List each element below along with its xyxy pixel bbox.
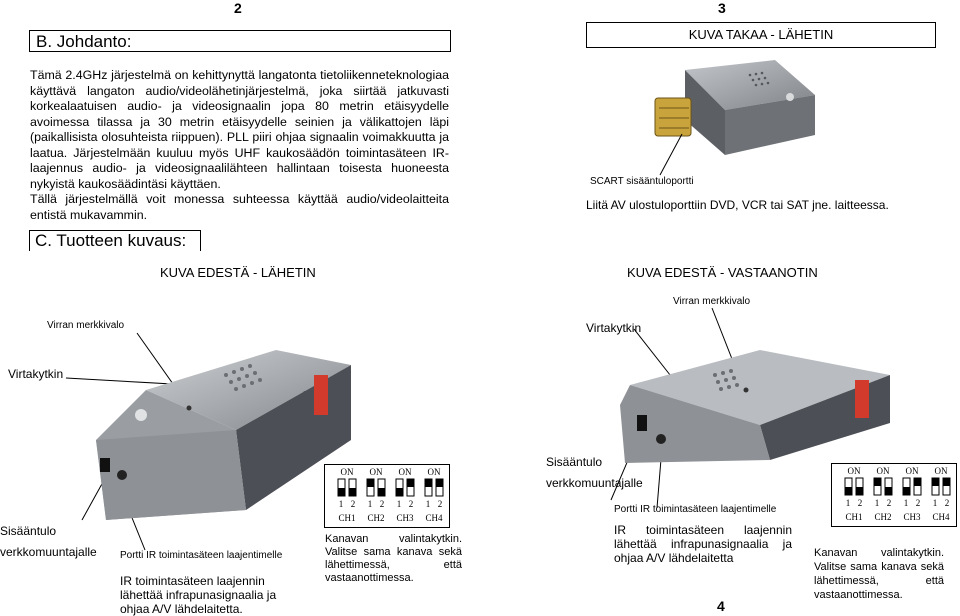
intro-paragraph-2: Tällä järjestelmällä voit monessa suhtee… [30,192,449,222]
tx-channel-description: Kanavan valintakytkin. Valitse sama kana… [325,533,462,584]
rx-power-switch-label: Virtakytkin [586,321,642,335]
rx-dip-on-3: ON [906,466,919,476]
ir-port-icon [117,470,127,480]
tx-dc-input-label: Sisääntulo verkkomuuntajalle (7,5V DC) [0,524,97,568]
back-view-title: KUVA TAKAA - LÄHETIN [586,22,936,48]
tx-dip-pos1-a: 1 [339,499,344,509]
power-led-icon [186,405,192,411]
rx-ir-port-label: Portti IR toimintasäteen laajentimelle [614,504,777,515]
rx-channel-description: Kanavan valintakytkin. Valitse sama kana… [814,547,944,601]
rx-dip-ch2: CH2 [874,512,891,522]
tx-dip-pos2-c: 2 [409,499,414,509]
intro-text: Tämä 2.4GHz järjestelmä on kehittynyttä … [30,68,449,223]
tx-dip-pos1-d: 1 [426,499,431,509]
rx-power-led-label: Virran merkkivalo [673,296,751,307]
dc-jack-icon [100,458,110,472]
tx-dip-pos2-d: 2 [438,499,443,509]
receiver-dc-jack-icon [637,415,647,431]
tx-dip-pos1-c: 1 [397,499,402,509]
rx-dip-pos1-c: 1 [904,498,909,508]
rx-dip-pos2-a: 2 [858,498,863,508]
tx-power-led-label: Virran merkkivalo [47,320,125,331]
tx-dip-on-4: ON [428,467,441,477]
page-number-2: 2 [234,0,242,16]
rx-dip-ch4: CH4 [932,512,950,522]
transmitter-back-image [654,60,815,155]
receiver-ir-port-icon [656,434,666,444]
rx-dip-on-1: ON [848,466,861,476]
section-c-header-box [29,230,201,251]
rx-dip-ch3: CH3 [903,512,921,522]
tx-dip-ch2: CH2 [367,513,384,523]
tx-dip-on-3: ON [399,467,412,477]
scart-label: SCART sisääntuloportti [590,176,694,187]
rx-dc-input-label: Sisääntulo verkkomuuntajalle (7,5V DC) [546,455,643,499]
rx-dip-pos1-d: 1 [933,498,938,508]
tx-dip-pos1-b: 1 [368,499,373,509]
rx-ir-description: IR toimintasäteen laajennin lähettää inf… [614,523,792,565]
receiver-front-image [620,350,890,463]
page-number-3: 3 [718,0,726,16]
rx-dip-pos2-b: 2 [887,498,892,508]
tx-dip-pos2-a: 2 [351,499,356,509]
receiver-power-led-icon [743,387,749,393]
rx-dip-pos1-a: 1 [846,498,851,508]
tx-dip-pos2-b: 2 [380,499,385,509]
tx-dip-ch3: CH3 [396,513,414,523]
tx-dip-on-1: ON [341,467,354,477]
rx-dip-on-4: ON [935,466,948,476]
rx-dip-ch1: CH1 [845,512,862,522]
tx-dip-on-2: ON [370,467,383,477]
tx-dip-ch4: CH4 [425,513,443,523]
tx-ir-description: IR toimintasäteen laajennin lähettää inf… [120,574,277,616]
rx-dip-on-2: ON [877,466,890,476]
section-c-title: C. Tuotteen kuvaus: [35,231,187,250]
rx-dip-pos2-c: 2 [916,498,921,508]
front-transmitter-title: KUVA EDESTÄ - LÄHETIN [160,265,316,280]
scart-description: Liitä AV ulostuloporttiin DVD, VCR tai S… [586,198,889,212]
tx-dip-ch1: CH1 [338,513,355,523]
receiver-power-switch-icon [855,380,869,418]
power-switch-icon [314,375,328,415]
rx-dip-pos2-d: 2 [945,498,950,508]
rx-dip-pos1-b: 1 [875,498,880,508]
tx-ir-port-label: Portti IR toimintasäteen laajentimelle [120,550,283,561]
page-number-4: 4 [717,598,725,614]
intro-paragraph-1: Tämä 2.4GHz järjestelmä on kehittynyttä … [30,68,449,191]
front-receiver-title: KUVA EDESTÄ - VASTAANOTIN [627,265,818,280]
transmitter-front-image [96,350,351,520]
section-b-title: B. Johdanto: [29,30,451,52]
tx-power-switch-label: Virtakytkin [8,367,64,381]
